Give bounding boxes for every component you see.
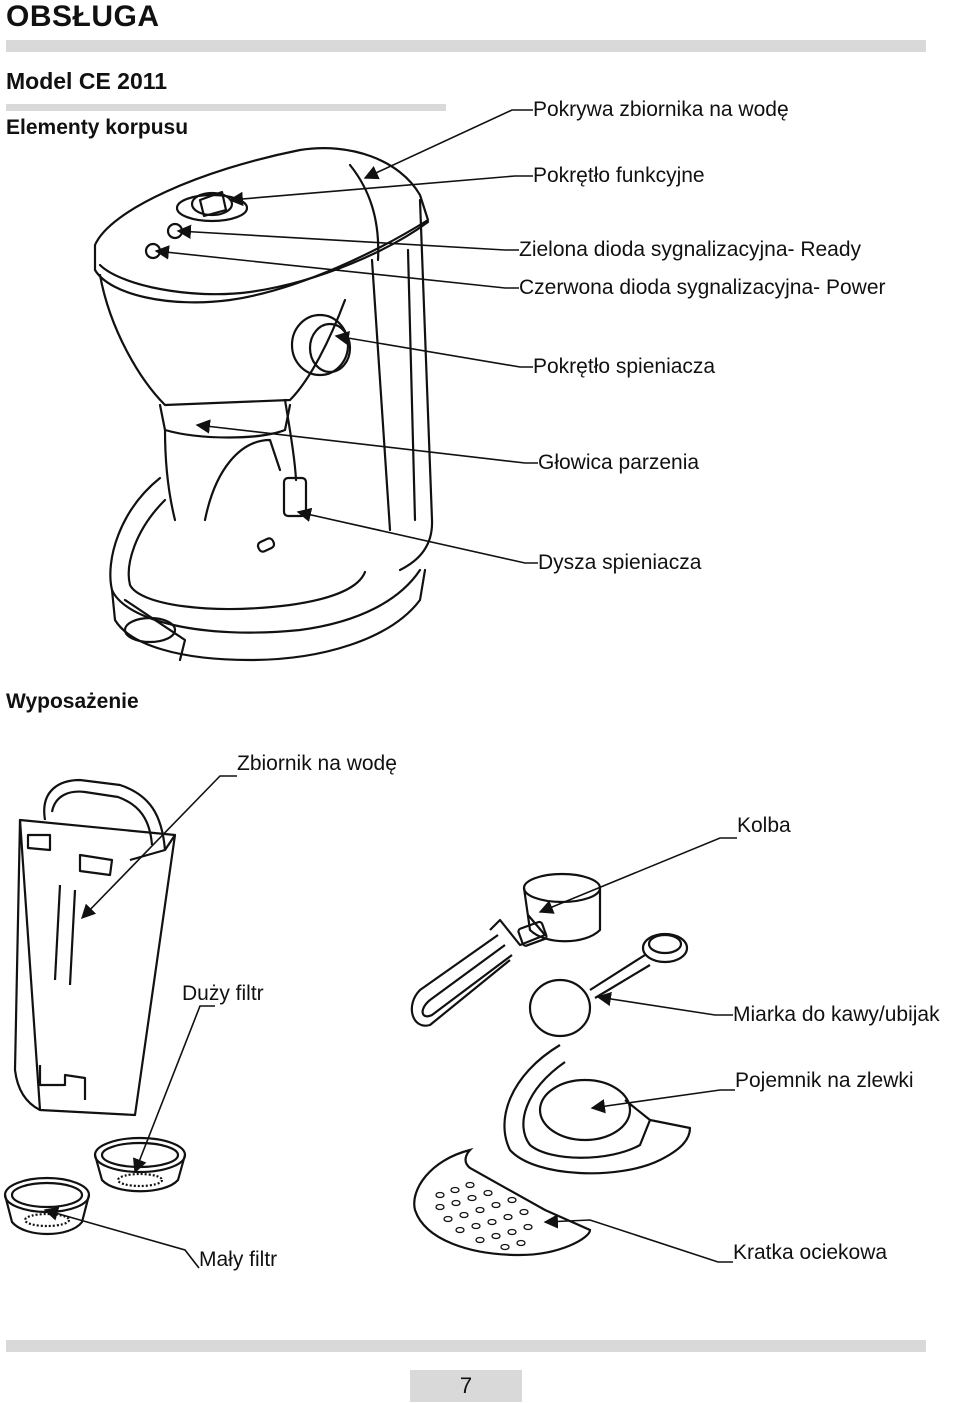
drip-tray-drawing	[503, 1044, 692, 1175]
label-water-tank-lid: Pokrywa zbiornika na wodę	[533, 98, 789, 121]
label-frother-nozzle: Dysza spieniacza	[538, 551, 702, 574]
water-tank-drawing	[13, 778, 177, 1117]
coffee-machine-drawing	[93, 147, 434, 662]
body-leader-lines	[154, 109, 538, 564]
label-green-led: Zielona dioda sygnalizacyjna- Ready	[519, 238, 862, 261]
label-large-filter: Duży filtr	[182, 982, 264, 1005]
portafilter-drawing	[410, 872, 602, 1027]
page-number: 7	[410, 1370, 522, 1402]
label-function-knob: Pokrętło funkcyjne	[533, 164, 705, 187]
label-small-filter: Mały filtr	[199, 1248, 278, 1271]
accessories-heading: Wyposażenie	[6, 690, 139, 713]
measuring-spoon-drawing	[528, 932, 689, 1038]
body-elements-heading: Elementy korpusu	[6, 116, 189, 139]
label-portafilter: Kolba	[737, 814, 791, 837]
drip-grid-drawing	[413, 1147, 592, 1257]
label-water-tank: Zbiornik na wodę	[237, 752, 397, 775]
large-filter-drawing	[93, 1136, 187, 1193]
label-measuring-spoon: Miarka do kawy/ubijak	[733, 1003, 940, 1026]
header-rule	[6, 40, 926, 52]
label-frother-knob: Pokrętło spieniacza	[533, 355, 716, 378]
section-title: OBSŁUGA	[6, 0, 160, 33]
label-drip-tray: Pojemnik na zlewki	[735, 1069, 914, 1092]
small-filter-drawing	[3, 1176, 91, 1236]
label-drip-grid: Kratka ociekowa	[733, 1241, 888, 1264]
subheader-rule	[6, 104, 446, 111]
label-red-led: Czerwona dioda sygnalizacyjna- Power	[519, 276, 886, 299]
footer-rule	[6, 1340, 926, 1352]
model-title: Model CE 2011	[6, 68, 168, 94]
label-brewing-head: Głowica parzenia	[538, 451, 700, 474]
